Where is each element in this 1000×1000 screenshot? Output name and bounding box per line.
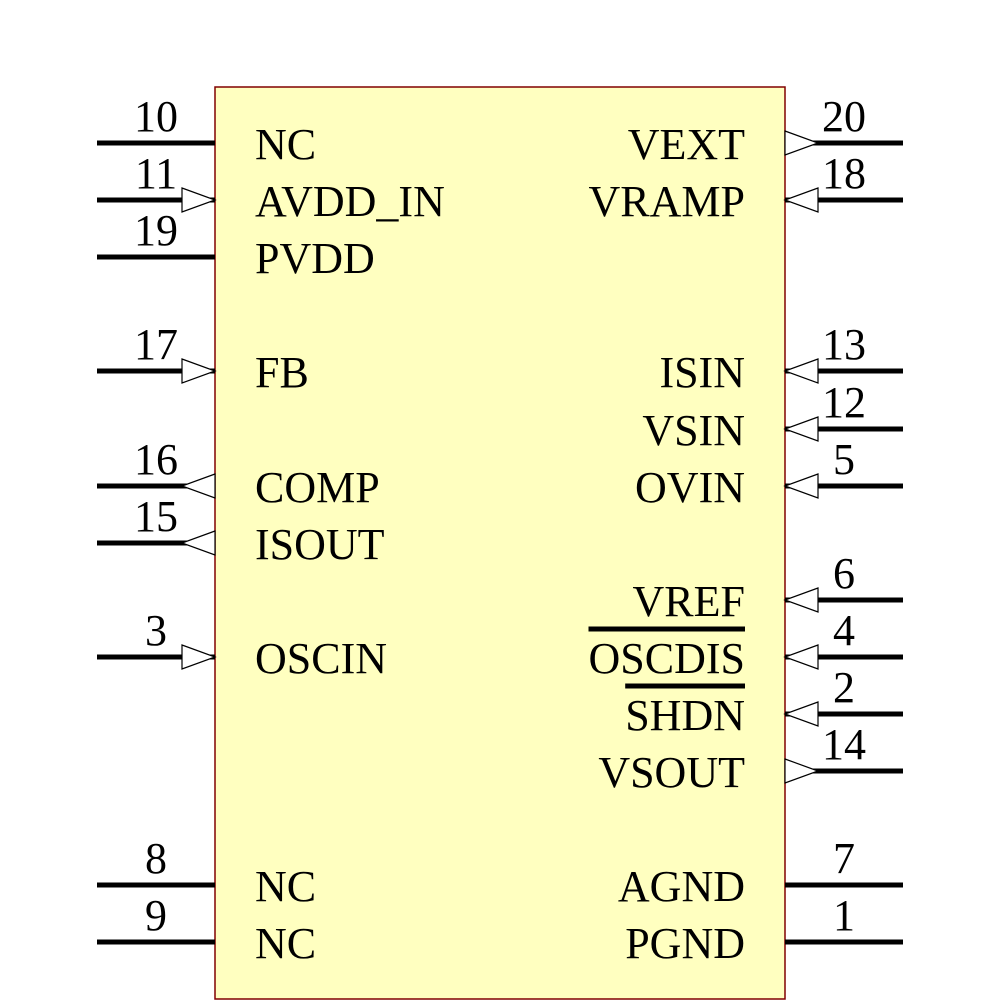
input-arrow [181,358,217,384]
output-arrow [784,758,820,784]
pin-number: 5 [833,435,855,484]
pin-number: 4 [833,606,855,655]
pin-number: 20 [822,92,866,141]
pin-number: 10 [134,92,178,141]
pin-number: 2 [833,663,855,712]
pin-name: ISIN [659,348,745,397]
output-arrow [180,473,216,499]
input-arrow [783,701,819,727]
pin-name: AVDD_IN [255,177,445,226]
pin-name: NC [255,120,316,169]
pin-name: VSOUT [598,748,745,797]
pin-number: 15 [134,492,178,541]
pin-name: VSIN [642,406,745,455]
input-arrow [783,358,819,384]
pin-number: 1 [833,891,855,940]
input-arrow [783,644,819,670]
pin-number: 8 [145,834,167,883]
pin-group: 10NC11AVDD_IN19PVDD17FB16COMP15ISOUT3OSC… [97,92,903,968]
ic-body [214,86,786,1000]
pin-number: 13 [822,320,866,369]
pin-number: 19 [134,206,178,255]
output-arrow [784,130,820,156]
pin-number: 9 [145,891,167,940]
pin-name: VRAMP [589,177,746,226]
pin-name: ISOUT [255,520,385,569]
pin-name: OSCDIS [589,634,746,683]
pin-name: FB [255,348,309,397]
pin-name: COMP [255,463,380,512]
pin-number: 16 [134,435,178,484]
pin-number: 14 [822,720,866,769]
input-arrow [783,416,819,442]
pin-name: NC [255,862,316,911]
pin-number: 18 [822,149,866,198]
pin-name: VEXT [628,120,745,169]
pin-name: AGND [618,862,745,911]
pin-number: 7 [833,834,855,883]
input-arrow [783,187,819,213]
pin-number: 17 [134,320,178,369]
input-arrow [181,644,217,670]
input-arrow [783,587,819,613]
pin-name: SHDN [625,691,745,740]
pin-name: PVDD [255,234,375,283]
pin-name: NC [255,919,316,968]
output-arrow [180,530,216,556]
pin-name: OVIN [635,463,745,512]
pin-number: 12 [822,378,866,427]
input-arrow [181,187,217,213]
pin-name: PGND [625,919,745,968]
pin-number: 11 [135,149,177,198]
pin-number: 3 [145,606,167,655]
pin-number: 6 [833,549,855,598]
pin-name: VREF [633,577,745,626]
input-arrow [783,473,819,499]
pin-name: OSCIN [255,634,387,683]
